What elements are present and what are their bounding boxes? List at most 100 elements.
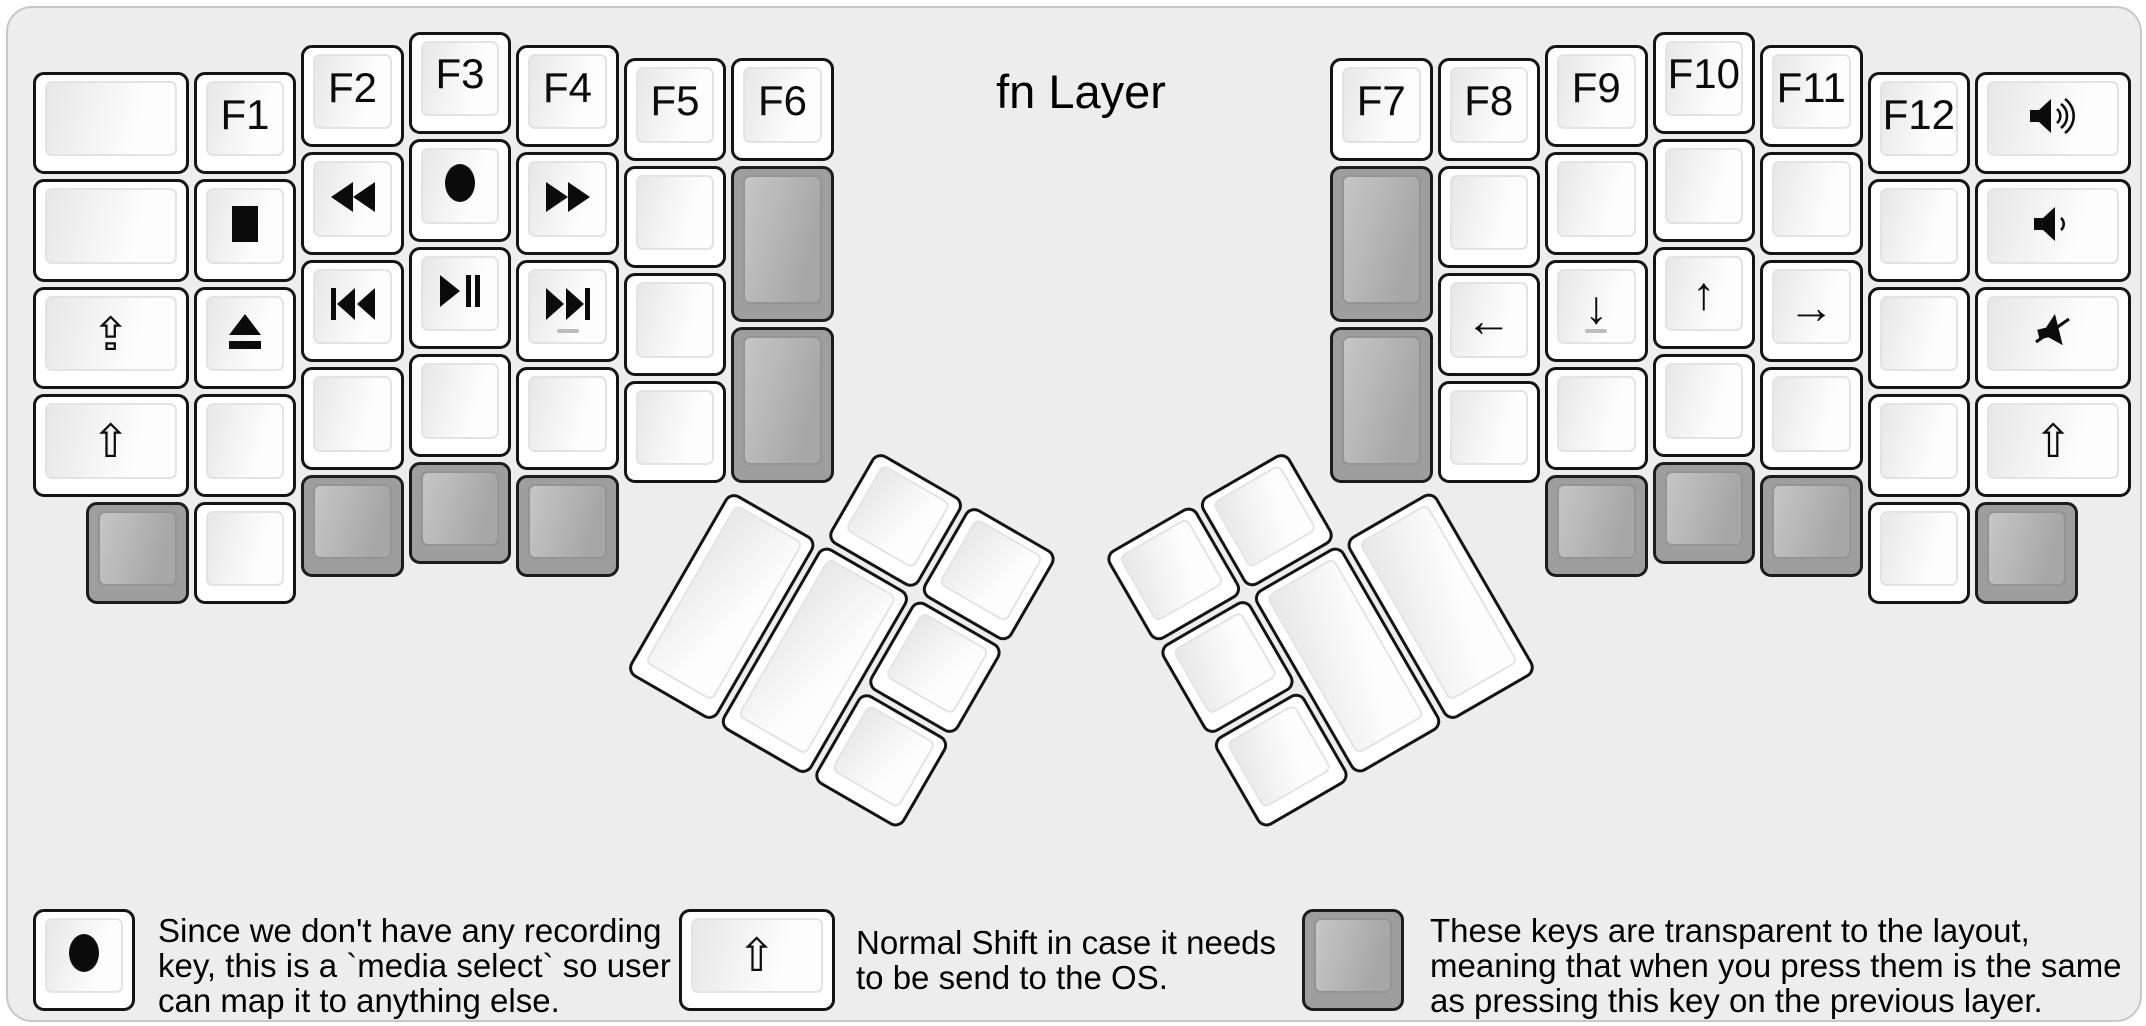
key-transparent[interactable]: [1975, 501, 2078, 605]
keycap-surface: [743, 336, 822, 466]
key-blank[interactable]: [1652, 139, 1755, 242]
key-stop[interactable]: [193, 179, 297, 282]
key-fast-forward[interactable]: [516, 152, 619, 255]
key-shift-left[interactable]: ⇧: [32, 394, 189, 497]
key-eject[interactable]: [193, 286, 297, 390]
key-blank[interactable]: [193, 501, 297, 605]
keycap-surface: [1313, 917, 1392, 993]
keycap-surface: ⇧: [690, 917, 823, 993]
key-blank[interactable]: [1867, 179, 1970, 282]
keycap-surface: [1772, 483, 1851, 560]
key-mute[interactable]: [1975, 286, 2132, 390]
key-f10[interactable]: F10: [1652, 31, 1755, 134]
key-transparent[interactable]: [1330, 327, 1433, 484]
key-record[interactable]: [32, 908, 135, 1011]
next-track-icon: [544, 287, 592, 326]
key-transparent[interactable]: [301, 474, 404, 578]
key-blank[interactable]: [1437, 165, 1540, 269]
keycap-surface: [635, 282, 715, 358]
key-f8[interactable]: F8: [1437, 58, 1540, 161]
key-transparent[interactable]: [1652, 461, 1755, 564]
fast-forward-icon: [544, 181, 592, 218]
keycap-surface: [205, 188, 285, 264]
key-volume-up[interactable]: [1975, 71, 2132, 175]
key-label: F1: [220, 90, 270, 138]
key-blank[interactable]: [1867, 501, 1970, 605]
keycap-surface: [830, 703, 936, 809]
note-transparent-text: These keys are transparent to the layout…: [1430, 912, 2122, 1019]
key-f9[interactable]: F9: [1545, 44, 1648, 148]
key-next-track[interactable]: [516, 259, 619, 363]
key-transparent[interactable]: [516, 474, 619, 578]
key-transparent[interactable]: [731, 327, 834, 484]
key-f1[interactable]: F1: [193, 71, 297, 175]
key-blank[interactable]: [1760, 152, 1863, 255]
keycap-surface: F1: [205, 80, 285, 157]
key-shift-right[interactable]: ⇧: [1975, 394, 2132, 497]
keycap-surface: F11: [1772, 53, 1851, 130]
key-blank[interactable]: [516, 367, 619, 470]
key-arrow-down[interactable]: ↓: [1545, 259, 1648, 363]
keycap-surface: F5: [635, 67, 715, 143]
key-f11[interactable]: F11: [1760, 44, 1863, 148]
key-blank[interactable]: [32, 71, 189, 175]
key-blank[interactable]: [623, 273, 727, 376]
key-rewind[interactable]: [301, 152, 404, 255]
record-icon: [440, 161, 480, 210]
key-transparent[interactable]: [1545, 474, 1648, 578]
key-arrow-right[interactable]: →: [1760, 259, 1863, 363]
keycap-surface: [44, 188, 177, 264]
keycap-surface: [1557, 483, 1636, 560]
key-shift[interactable]: ⇧: [678, 908, 835, 1011]
key-blank[interactable]: [623, 165, 727, 269]
key-blank[interactable]: [1437, 380, 1540, 484]
key-f12[interactable]: F12: [1867, 71, 1970, 175]
keycap-surface: ⇪: [44, 295, 177, 372]
key-f2[interactable]: F2: [301, 44, 404, 148]
key-label: F10: [1667, 50, 1740, 98]
keycap-surface: [1557, 376, 1636, 452]
key-blank[interactable]: [32, 179, 189, 282]
keycap-surface: [1879, 510, 1958, 587]
key-f7[interactable]: F7: [1330, 58, 1433, 161]
keycap-surface: [1772, 376, 1851, 452]
key-blank[interactable]: [1545, 152, 1648, 255]
key-f3[interactable]: F3: [408, 31, 512, 134]
key-blank[interactable]: [1867, 286, 1970, 390]
keycap-surface: [1987, 295, 2120, 372]
key-record[interactable]: [408, 139, 512, 242]
key-prev-track[interactable]: [301, 259, 404, 363]
keycap-surface: [1172, 610, 1278, 716]
key-transparent[interactable]: [1301, 908, 1404, 1011]
key-transparent[interactable]: [408, 461, 512, 564]
key-f6[interactable]: F6: [731, 58, 834, 161]
key-blank[interactable]: [193, 394, 297, 497]
key-blank[interactable]: [1652, 354, 1755, 457]
key-play-pause[interactable]: [408, 246, 512, 349]
key-transparent[interactable]: [86, 501, 189, 605]
key-arrow-left[interactable]: ←: [1437, 273, 1540, 376]
key-blank[interactable]: [408, 354, 512, 457]
key-blank[interactable]: [623, 380, 727, 484]
keycap-surface: [44, 80, 177, 157]
key-transparent[interactable]: [1760, 474, 1863, 578]
keycap-surface: [937, 517, 1044, 623]
key-blank[interactable]: [1760, 367, 1863, 470]
key-arrow-up[interactable]: ↑: [1652, 246, 1755, 349]
key-blank[interactable]: [1545, 367, 1648, 470]
key-transparent[interactable]: [1330, 165, 1433, 323]
keycap-surface: [313, 161, 392, 237]
key-blank[interactable]: [1867, 394, 1970, 497]
keycap-surface: [1772, 161, 1851, 237]
key-transparent[interactable]: [731, 165, 834, 323]
key-capslock[interactable]: ⇪: [32, 286, 189, 390]
rewind-icon: [329, 181, 377, 218]
key-label: F3: [435, 50, 485, 98]
key-blank[interactable]: [301, 367, 404, 470]
keycap-surface: F3: [420, 40, 500, 116]
key-f4[interactable]: F4: [516, 44, 619, 148]
key-f5[interactable]: F5: [623, 58, 727, 161]
key-shift-glyph: ⇧: [737, 929, 776, 982]
key-volume-down[interactable]: [1975, 179, 2132, 282]
